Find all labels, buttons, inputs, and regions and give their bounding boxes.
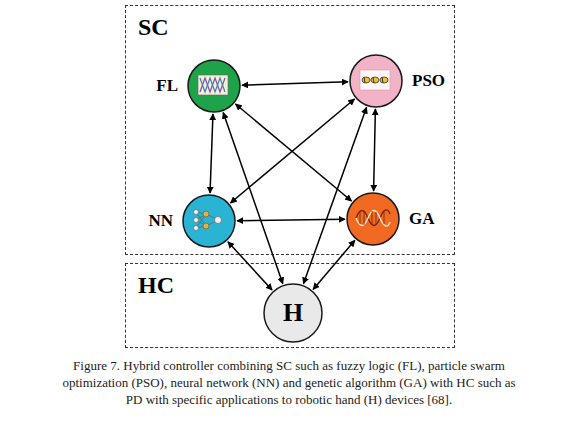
icon-panel xyxy=(198,75,228,95)
network-link xyxy=(196,212,218,228)
neuron xyxy=(203,211,209,217)
dna-strand xyxy=(356,211,390,227)
fuzzy-wave xyxy=(200,78,225,92)
circle-outline xyxy=(187,59,241,113)
swarm-icon xyxy=(360,70,390,90)
double-arrow xyxy=(235,104,351,201)
caption-text: Figure 7. Hybrid controller combining SC… xyxy=(62,358,515,407)
double-arrow xyxy=(237,219,345,220)
bee-stripe xyxy=(364,77,383,83)
dna-strand xyxy=(356,210,390,226)
node-label: GA xyxy=(409,209,435,229)
neuron xyxy=(194,218,199,223)
double-arrow xyxy=(242,82,348,85)
bee xyxy=(380,77,388,83)
circle-outline xyxy=(182,194,236,248)
soft-computing-group: FL PSO NN GA SC xyxy=(125,5,455,255)
double-arrow xyxy=(228,242,272,290)
node-circle xyxy=(264,284,322,342)
double-arrow xyxy=(223,112,283,283)
neural-network-node: NN xyxy=(182,194,236,248)
dna-icon xyxy=(356,210,390,226)
double-arrow xyxy=(313,240,355,289)
node-circle xyxy=(188,60,240,112)
double-arrow xyxy=(374,109,376,191)
node-circle xyxy=(183,195,235,247)
dna-rung xyxy=(360,211,384,225)
circle-outline xyxy=(346,192,400,246)
pso-node: PSO xyxy=(349,54,403,108)
bee xyxy=(362,77,370,83)
figure-caption: Figure 7. Hybrid controller combining SC… xyxy=(60,357,518,408)
node-label: H xyxy=(283,298,303,328)
fuzzy-icon xyxy=(198,75,228,95)
neuron xyxy=(194,210,199,215)
fuzzy-logic-node: FL xyxy=(187,59,241,113)
network-icon xyxy=(194,210,222,231)
double-arrow xyxy=(303,107,366,283)
neuron xyxy=(215,217,222,224)
double-arrow xyxy=(230,99,354,203)
bee xyxy=(371,77,379,83)
robotic-hand-node: H xyxy=(263,283,323,343)
circle-outline xyxy=(349,54,403,108)
node-label: NN xyxy=(148,211,173,231)
node-circle xyxy=(347,193,399,245)
neuron xyxy=(194,226,199,231)
neuron xyxy=(203,223,209,229)
icon-panel xyxy=(360,70,390,90)
group-label: SC xyxy=(138,14,169,41)
node-label: FL xyxy=(156,76,178,96)
genetic-algorithm-node: GA xyxy=(346,192,400,246)
double-arrow xyxy=(210,114,213,193)
node-label: PSO xyxy=(412,71,445,91)
node-circle xyxy=(350,55,402,107)
fuzzy-wave xyxy=(200,78,225,92)
group-label: HC xyxy=(138,272,174,299)
hard-computing-group: H HC xyxy=(125,263,455,348)
